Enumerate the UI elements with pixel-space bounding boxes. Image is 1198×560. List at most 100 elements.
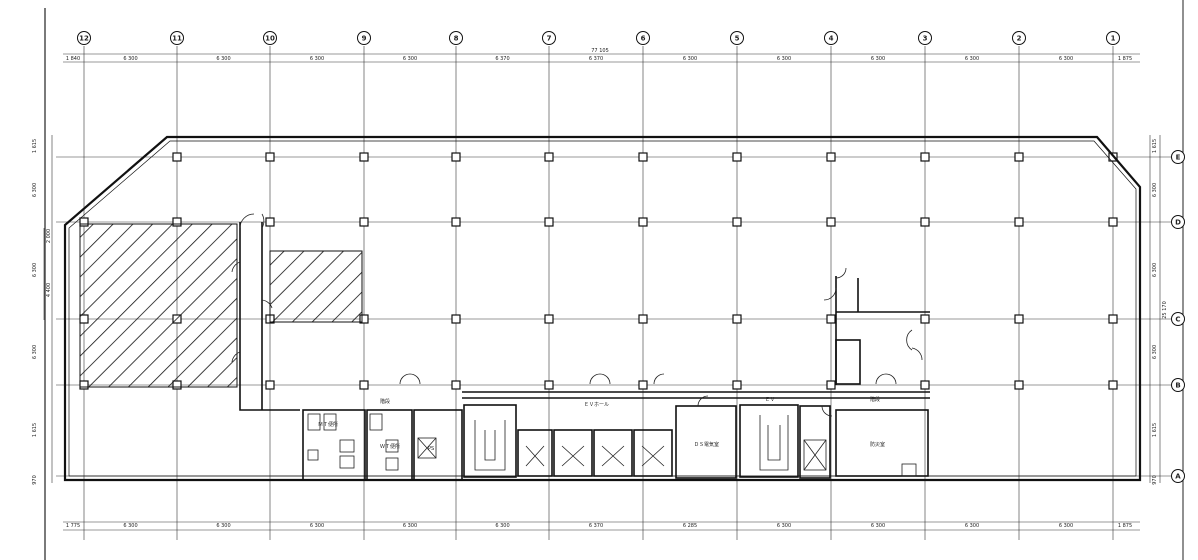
- structural-column: [638, 217, 648, 227]
- hatched-void-right: [269, 250, 363, 323]
- structural-column: [826, 217, 836, 227]
- bottom-dim-label: 6 285: [683, 523, 697, 529]
- label-toilet-men: ＭＴ便所: [318, 421, 338, 428]
- grid-bubble-row-B: [1171, 378, 1185, 392]
- grid-bubble-col-3: [918, 31, 932, 45]
- grid-bubble-col-11: [170, 31, 184, 45]
- grid-bubble-col-5: [730, 31, 744, 45]
- top-dim-label: 6 370: [589, 56, 603, 62]
- left-dim-label: 6 300: [32, 345, 38, 359]
- grid-label-col-9: 9: [362, 35, 367, 43]
- structural-column: [544, 380, 554, 390]
- grid-bubble-row-E: [1171, 150, 1185, 164]
- grid-label-col-1: 1: [1111, 35, 1116, 43]
- structural-column: [265, 380, 275, 390]
- left-dim-label: 1 615: [32, 423, 38, 437]
- grid-label-col-4: 4: [829, 35, 834, 43]
- label-stair-right: 階段: [870, 396, 880, 403]
- grid-bubble-col-12: [77, 31, 91, 45]
- top-dim-label: 6 300: [216, 56, 230, 62]
- grid-bubble-col-1: [1106, 31, 1120, 45]
- left-partial-dim-label: 2 000: [46, 229, 52, 243]
- bottom-dim-label: 6 300: [1059, 523, 1073, 529]
- building-outline: [63, 135, 1142, 482]
- hatched-void-left: [79, 223, 238, 388]
- structural-column: [732, 152, 742, 162]
- structural-column: [359, 217, 369, 227]
- grid-label-row-D: D: [1175, 219, 1181, 227]
- top-dim-label: 6 300: [683, 56, 697, 62]
- grid-label-col-12: 12: [79, 35, 89, 43]
- left-partial-dim-label: 4 400: [46, 283, 52, 297]
- right-dim-label: 970: [1152, 475, 1158, 485]
- top-dim-label: 6 370: [495, 56, 509, 62]
- structural-column: [638, 152, 648, 162]
- top-dim-total: 77 105: [591, 48, 609, 54]
- label-ps: PS: [428, 446, 434, 452]
- structural-column: [544, 217, 554, 227]
- structural-column: [1014, 380, 1024, 390]
- structural-column: [1108, 217, 1118, 227]
- structural-column: [920, 314, 930, 324]
- structural-column: [732, 217, 742, 227]
- structural-column: [920, 380, 930, 390]
- grid-bubble-col-4: [824, 31, 838, 45]
- bottom-dim-label: 6 300: [310, 523, 324, 529]
- grid-bubble-col-10: [263, 31, 277, 45]
- label-toilet-women: ＷＴ便所: [380, 443, 400, 450]
- top-dim-label: 1 875: [1118, 56, 1132, 62]
- dimension-lines: [43, 53, 1161, 531]
- hatched-void-areas: [79, 223, 363, 388]
- structural-column: [1014, 217, 1024, 227]
- door-swings: [231, 213, 923, 417]
- right-dim-label: 6 300: [1152, 263, 1158, 277]
- label-utility-room: ＤＳ電気室: [694, 441, 719, 448]
- structural-column: [265, 152, 275, 162]
- right-dim-label: 1 615: [1152, 139, 1158, 153]
- grid-label-col-11: 11: [172, 35, 182, 43]
- structural-column: [544, 314, 554, 324]
- structural-column: [451, 217, 461, 227]
- bottom-dim-label: 6 300: [216, 523, 230, 529]
- left-dim-label: 6 300: [32, 183, 38, 197]
- bottom-dim-label: 6 300: [403, 523, 417, 529]
- bottom-dim-label: 6 300: [495, 523, 509, 529]
- grid-bubble-row-D: [1171, 215, 1185, 229]
- structural-column: [826, 380, 836, 390]
- dimension-labels: 1 840 6 300 6 300 6 300 6 300 6 370 6 370 6 300…: [32, 48, 1168, 529]
- label-stair-mid: ＥＶ: [765, 397, 775, 403]
- grid-label-row-E: E: [1176, 154, 1181, 162]
- structural-column: [1014, 314, 1024, 324]
- bottom-dim-label: 1 775: [66, 523, 80, 529]
- bottom-dim-label: 6 300: [123, 523, 137, 529]
- structural-column: [451, 380, 461, 390]
- structural-column: [544, 152, 554, 162]
- grid-label-col-5: 5: [735, 35, 740, 43]
- structural-column: [638, 380, 648, 390]
- grid-label-col-2: 2: [1017, 35, 1022, 43]
- grid-label-row-A: A: [1175, 473, 1181, 481]
- grid-bubble-col-7: [542, 31, 556, 45]
- grid-label-col-7: 7: [547, 35, 552, 43]
- room-labels: ＭＴ便所 ＷＴ便所 階段 PS ＥＶホール ＤＳ電気室 ＥＶ 階段 防災室: [318, 396, 885, 452]
- structural-column: [359, 152, 369, 162]
- core-fixtures: [307, 413, 917, 477]
- top-dim-label: 6 300: [403, 56, 417, 62]
- bottom-dim-label: 6 300: [777, 523, 791, 529]
- structural-column: [172, 152, 182, 162]
- structural-column: [920, 152, 930, 162]
- top-dim-label: 1 840: [66, 56, 80, 62]
- right-dim-total: 25 170: [1162, 301, 1168, 319]
- grid-bubble-col-6: [636, 31, 650, 45]
- grid-label-col-3: 3: [923, 35, 928, 43]
- bottom-dim-label: 1 875: [1118, 523, 1132, 529]
- structural-column: [826, 314, 836, 324]
- label-stair-left: 階段: [380, 398, 390, 405]
- sheet-frame: [44, 0, 1184, 560]
- structural-column: [1108, 314, 1118, 324]
- core-walls: [239, 222, 930, 481]
- structural-column: [1014, 152, 1024, 162]
- grid-bubble-row-A: [1171, 469, 1185, 483]
